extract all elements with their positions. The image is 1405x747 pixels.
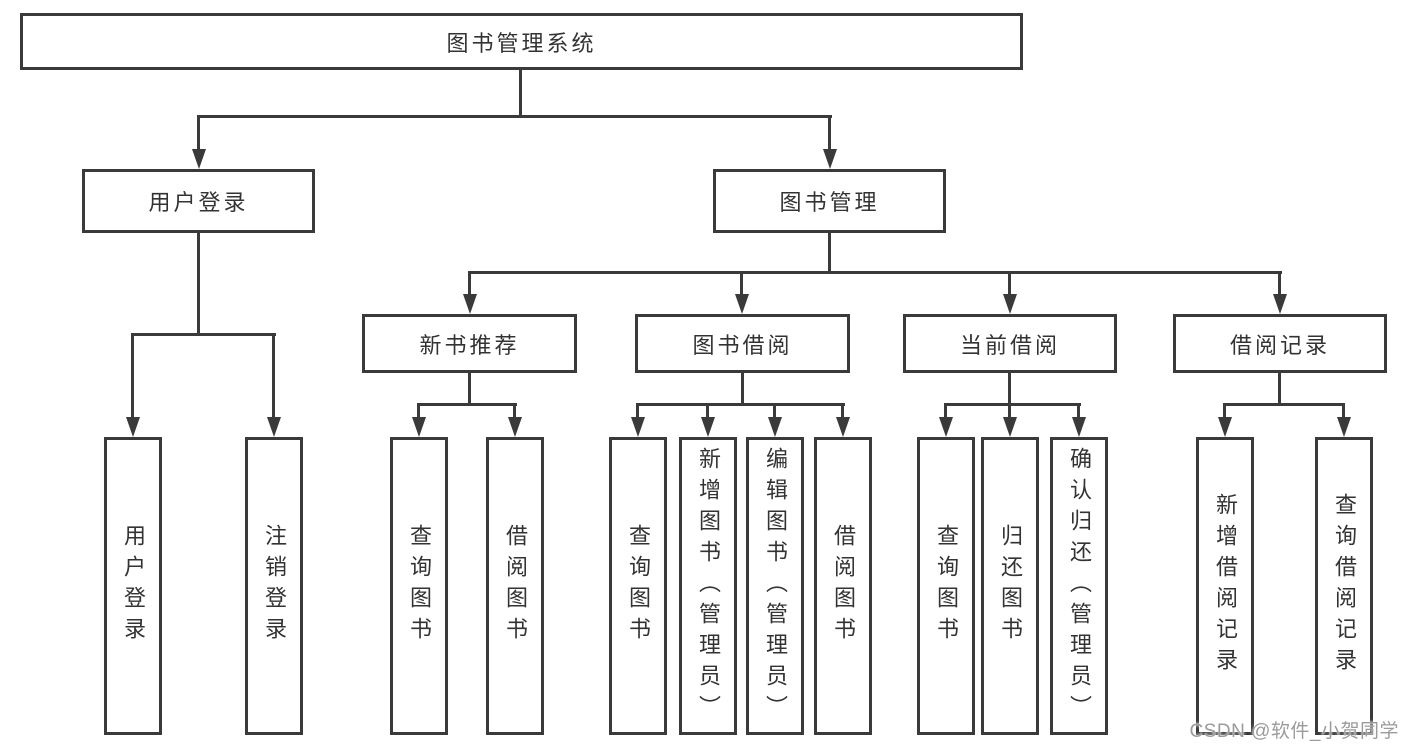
connector-user-login-branch <box>131 333 276 336</box>
node-book-management: 图书管理 <box>713 169 946 233</box>
leaf-borrow-books-recommend: 借阅图书 <box>486 437 544 735</box>
node-label: 新增图书（管理员） <box>696 446 721 726</box>
connector-current-branch <box>944 403 1081 406</box>
node-label: 编辑图书（管理员） <box>763 446 788 726</box>
node-label: 图书借阅 <box>692 332 793 358</box>
arrow-down-icon <box>1218 417 1232 437</box>
node-label: 借阅图书 <box>831 524 856 648</box>
leaf-add-book-admin: 新增图书（管理员） <box>679 437 737 735</box>
arrow-down-icon <box>508 417 522 437</box>
node-label: 归还图书 <box>998 524 1023 648</box>
connector-leaf-drop <box>1223 403 1226 419</box>
leaf-confirm-return-admin: 确认归还（管理员） <box>1050 437 1108 735</box>
node-root-system: 图书管理系统 <box>20 13 1023 70</box>
node-label: 注销登录 <box>262 524 287 648</box>
connector-book-mgmt-stem <box>828 233 831 274</box>
connector-leaf-drop <box>1008 403 1011 419</box>
node-label: 查询图书 <box>407 524 432 648</box>
leaf-query-books-recommend: 查询图书 <box>390 437 448 735</box>
node-label: 查询图书 <box>626 524 651 648</box>
connector-records-stem <box>1278 373 1281 406</box>
arrow-down-icon <box>126 417 140 437</box>
connector-leaf-drop <box>944 403 947 419</box>
arrow-down-icon <box>823 149 837 169</box>
connector-drop-current <box>1008 271 1011 295</box>
connector-current-stem <box>1008 373 1011 406</box>
connector-drop-borrowing <box>740 271 743 295</box>
leaf-user-login: 用户登录 <box>104 437 162 735</box>
connector-root-stem <box>519 70 522 117</box>
node-label: 图书管理 <box>779 190 880 215</box>
connector-borrowing-stem <box>741 373 744 406</box>
node-label: 查询借阅记录 <box>1332 493 1357 679</box>
node-borrowing-records: 借阅记录 <box>1173 314 1387 373</box>
arrow-down-icon <box>192 149 206 169</box>
connector-root-branch <box>197 115 832 118</box>
arrow-down-icon <box>463 294 477 314</box>
arrow-down-icon <box>1072 417 1086 437</box>
connector-book-mgmt-branch <box>468 271 1282 274</box>
node-book-borrowing: 图书借阅 <box>635 314 850 373</box>
arrow-down-icon <box>768 417 782 437</box>
arrow-down-icon <box>1003 294 1017 314</box>
arrow-down-icon <box>1337 417 1351 437</box>
node-label: 新增借阅记录 <box>1213 493 1238 679</box>
connector-drop-user-login <box>197 115 200 151</box>
connector-leaf-drop <box>1342 403 1345 419</box>
node-label: 当前借阅 <box>959 332 1060 358</box>
connector-drop-login-leaf <box>131 333 134 419</box>
leaf-query-borrow-record: 查询借阅记录 <box>1315 437 1373 735</box>
connector-records-branch <box>1223 403 1345 406</box>
connector-leaf-drop <box>417 403 420 419</box>
arrow-down-icon <box>412 417 426 437</box>
node-new-book-recommend: 新书推荐 <box>362 314 577 373</box>
connector-drop-logout-leaf <box>272 333 275 419</box>
connector-leaf-drop <box>841 403 844 419</box>
connector-recommend-branch <box>417 403 517 406</box>
arrow-down-icon <box>836 417 850 437</box>
node-label: 用户登录 <box>121 524 146 648</box>
arrow-down-icon <box>1273 294 1287 314</box>
node-label: 借阅记录 <box>1229 332 1330 358</box>
watermark: CSDN @软件_小贺同学 <box>1189 721 1399 742</box>
arrow-down-icon <box>631 417 645 437</box>
leaf-edit-book-admin: 编辑图书（管理员） <box>746 437 804 735</box>
connector-drop-records <box>1278 271 1281 295</box>
arrow-down-icon <box>1003 417 1017 437</box>
node-user-login: 用户登录 <box>82 169 315 233</box>
leaf-return-book: 归还图书 <box>981 437 1039 735</box>
node-label: 借阅图书 <box>503 524 528 648</box>
leaf-add-borrow-record: 新增借阅记录 <box>1196 437 1254 735</box>
arrow-down-icon <box>267 417 281 437</box>
connector-user-login-stem <box>197 233 200 336</box>
node-label: 用户登录 <box>148 190 249 215</box>
leaf-query-books-current: 查询图书 <box>917 437 975 735</box>
node-label: 查询图书 <box>934 524 959 648</box>
connector-leaf-drop <box>706 403 709 419</box>
arrow-down-icon <box>735 294 749 314</box>
connector-leaf-drop <box>773 403 776 419</box>
connector-leaf-drop <box>1077 403 1080 419</box>
connector-recommend-stem <box>468 373 471 406</box>
leaf-borrow-books-borrowing: 借阅图书 <box>814 437 872 735</box>
node-label: 新书推荐 <box>419 332 520 358</box>
node-label: 确认归还（管理员） <box>1067 446 1092 726</box>
connector-drop-recommend <box>468 271 471 295</box>
connector-drop-book-mgmt <box>828 115 831 151</box>
connector-leaf-drop <box>513 403 516 419</box>
connector-borrowing-branch <box>636 403 845 406</box>
node-current-borrowing: 当前借阅 <box>903 314 1117 373</box>
node-label: 图书管理系统 <box>446 30 597 56</box>
arrow-down-icon <box>701 417 715 437</box>
leaf-logout: 注销登录 <box>245 437 303 735</box>
leaf-query-books-borrowing: 查询图书 <box>609 437 667 735</box>
connector-leaf-drop <box>636 403 639 419</box>
arrow-down-icon <box>939 417 953 437</box>
